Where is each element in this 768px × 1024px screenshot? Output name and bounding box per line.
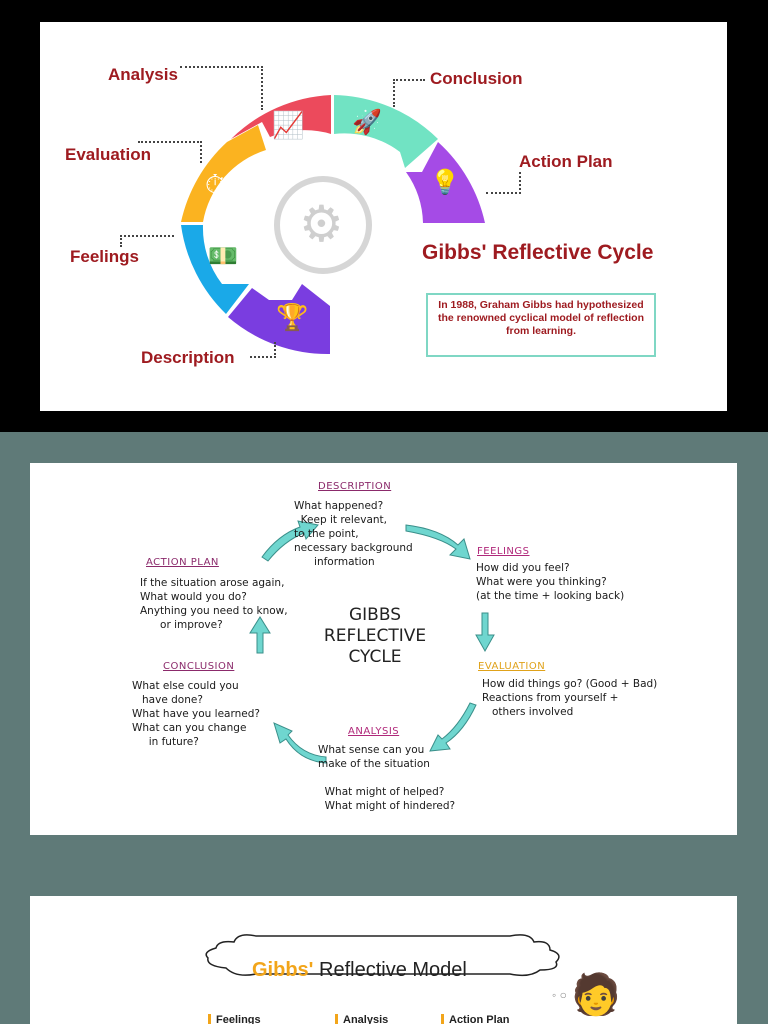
heading-conclusion: CONCLUSION — [163, 661, 235, 672]
segment-analysis — [231, 95, 331, 139]
leader-conclusion — [393, 79, 425, 107]
panel-3-card: Gibbs' Reflective Model 🧑 ◦ ○ Feelings A… — [30, 896, 737, 1024]
text-conclusion: What else could you have done? What have… — [132, 680, 260, 748]
diagram-title: Gibbs' Reflective Cycle — [422, 241, 654, 264]
segment-evaluation — [181, 125, 266, 222]
panel-1-card: ⚙ 📈 🚀 💡 ⏱ 💵 🏆 Analysis Evaluation Feelin… — [40, 22, 727, 411]
leader-action-plan — [486, 172, 521, 194]
leader-evaluation — [138, 141, 202, 163]
label-analysis: Analysis — [108, 65, 178, 84]
leader-feelings — [120, 235, 174, 247]
gear-icon: ⚙ — [299, 196, 344, 252]
cycle-title-line-1: GIBBS — [348, 605, 401, 625]
cycle-arrows — [249, 520, 495, 764]
segment-action-plan — [406, 142, 485, 223]
title-cloud — [205, 934, 560, 977]
text-description: What happened? Keep it relevant, to the … — [294, 500, 413, 568]
heading-feelings: FEELINGS — [477, 546, 530, 557]
arrow-analysis-to-conclusion — [273, 722, 327, 764]
heading-evaluation: EVALUATION — [478, 661, 546, 672]
label-action-plan: Action Plan — [519, 152, 613, 171]
section-analysis-label: Analysis — [343, 1014, 389, 1024]
model-title: Gibbs' Reflective Model — [252, 959, 467, 982]
section-action-plan-label: Action Plan — [449, 1014, 510, 1024]
text-analysis: What sense can you make of the situation… — [318, 744, 456, 812]
segment-conclusion — [334, 95, 438, 168]
heading-description: DESCRIPTION — [318, 481, 392, 492]
thought-bubble-icon: ◦ ○ — [552, 988, 567, 1002]
arrow-conclusion-to-action-plan — [249, 616, 271, 654]
section-action-plan: Action Plan — [441, 1014, 510, 1024]
cycle-title: GIBBS REFLECTIVE CYCLE — [315, 605, 435, 668]
model-title-rest: Reflective Model — [319, 959, 467, 981]
arrow-description-to-feelings — [405, 524, 471, 560]
text-action-plan: If the situation arose again, What would… — [140, 577, 288, 631]
trophy-icon: 🏆 — [276, 302, 309, 332]
label-feelings: Feelings — [70, 247, 139, 266]
leader-description — [250, 342, 276, 358]
money-icon: 💵 — [208, 243, 238, 270]
cycle-title-line-2: REFLECTIVE — [323, 626, 427, 646]
text-evaluation: How did things go? (Good + Bad) Reaction… — [482, 678, 658, 718]
arrow-feelings-to-evaluation — [475, 612, 495, 653]
gibbs-cycle-wheel — [181, 95, 485, 355]
gear-ring — [274, 176, 372, 274]
section-analysis: Analysis — [335, 1014, 388, 1024]
cycle-title-line-3: CYCLE — [348, 647, 402, 667]
text-feelings: How did you feel? What were you thinking… — [476, 562, 625, 602]
segment-feelings — [181, 225, 249, 314]
lightbulb-icon: 💡 — [430, 169, 460, 196]
bar-chart-icon: 📈 — [272, 110, 305, 140]
heading-analysis: ANALYSIS — [348, 726, 400, 737]
cartoon-person-icon: 🧑 — [571, 973, 621, 1017]
rocket-icon: 🚀 — [352, 109, 382, 136]
intro-note: In 1988, Graham Gibbs had hypothesized t… — [426, 293, 656, 357]
section-feelings: Feelings — [208, 1014, 261, 1024]
arrow-action-plan-to-description — [261, 520, 319, 562]
model-title-accent: Gibbs' — [252, 959, 314, 981]
panel-2-card: GIBBS REFLECTIVE CYCLE DESCRIPTION What … — [30, 463, 737, 835]
label-description: Description — [141, 348, 235, 367]
section-feelings-label: Feelings — [216, 1014, 261, 1024]
stopwatch-icon: ⏱ — [205, 169, 226, 199]
segment-description — [228, 284, 330, 355]
label-evaluation: Evaluation — [65, 145, 151, 164]
arrow-evaluation-to-analysis — [429, 702, 477, 752]
label-conclusion: Conclusion — [430, 69, 523, 88]
leader-analysis — [180, 66, 263, 110]
heading-action-plan: ACTION PLAN — [146, 557, 219, 568]
